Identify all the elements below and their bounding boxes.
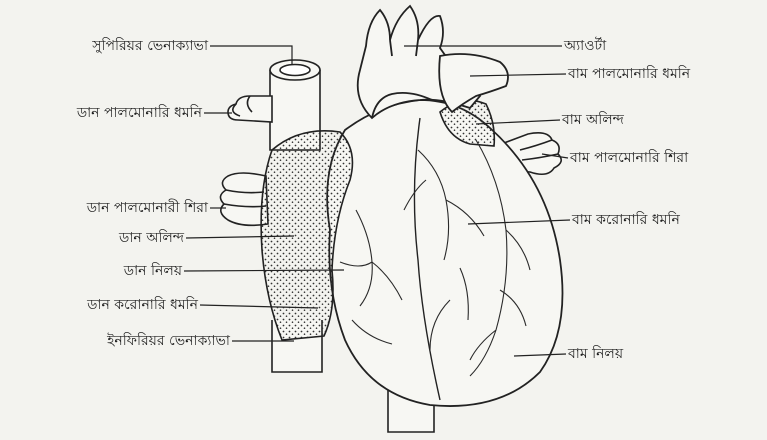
label-right-pulmonary-vein: ডান পালমোনারী শিরা bbox=[4, 200, 208, 216]
label-left-pulmonary-artery: বাম পালমোনারি ধমনি bbox=[568, 66, 690, 82]
label-right-pulmonary-artery: ডান পালমোনারি ধমনি bbox=[4, 105, 202, 121]
label-left-coronary-artery: বাম করোনারি ধমনি bbox=[572, 212, 680, 228]
label-left-ventricle: বাম নিলয় bbox=[568, 346, 623, 362]
label-inferior-vena-cava: ইনফিরিয়র ভেনাক্যাভা bbox=[4, 333, 230, 349]
label-left-pulmonary-vein: বাম পালমোনারি শিরা bbox=[570, 150, 688, 166]
label-right-coronary-artery: ডান করোনারি ধমনি bbox=[4, 297, 198, 313]
label-superior-vena-cava: সুপিরিয়র ভেনাক্যাভা bbox=[14, 38, 208, 54]
right-pulmonary-artery-shape bbox=[228, 96, 272, 122]
label-aorta: অ্যাওর্টা bbox=[564, 38, 606, 54]
label-right-atrium: ডান অলিন্দ bbox=[40, 230, 184, 246]
label-left-atrium: বাম অলিন্দ bbox=[562, 112, 624, 128]
label-right-ventricle: ডান নিলয় bbox=[40, 263, 182, 279]
